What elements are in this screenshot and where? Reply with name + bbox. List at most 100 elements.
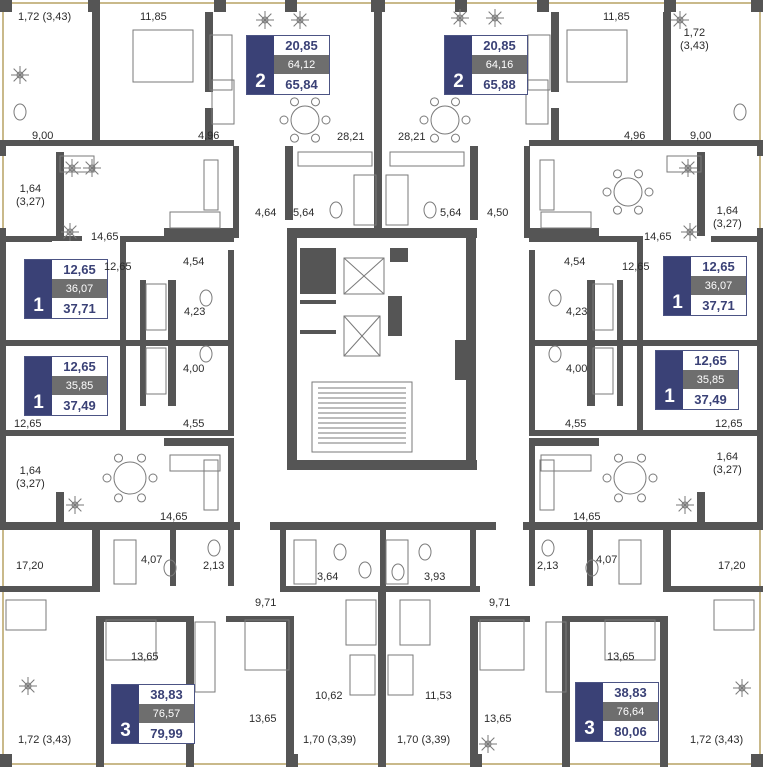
wall — [233, 146, 239, 238]
wall — [0, 340, 234, 346]
wall — [88, 0, 100, 12]
plant — [494, 17, 502, 25]
plant — [684, 504, 692, 512]
plant — [456, 14, 464, 22]
wall — [170, 530, 176, 586]
wall — [300, 330, 336, 334]
chair — [648, 473, 658, 483]
plant — [681, 161, 689, 169]
plant — [74, 498, 82, 506]
apartment-card-left-lower[interactable]: 1 12,65 35,85 37,49 — [24, 356, 108, 416]
wall — [0, 146, 6, 156]
apartment-card-bottom-right[interactable]: 3 38,83 76,64 80,06 — [575, 682, 659, 742]
wall — [529, 250, 535, 346]
toilet — [733, 103, 747, 121]
fixture — [385, 174, 409, 226]
wall — [92, 12, 100, 140]
elevator-cross — [343, 315, 381, 357]
area-label: 14,65 — [573, 511, 601, 523]
total-area: 35,85 — [52, 376, 107, 395]
toilet — [418, 543, 432, 561]
fixture — [539, 459, 555, 511]
wall — [0, 238, 6, 348]
fixture — [169, 454, 221, 472]
wall — [0, 754, 12, 767]
living-area: 12,65 — [63, 359, 96, 374]
plant — [741, 687, 749, 695]
toilet — [163, 559, 177, 577]
area-label: 4,07 — [141, 554, 163, 566]
plant — [488, 11, 496, 19]
wall — [697, 152, 705, 236]
chair — [102, 473, 112, 483]
apartment-card-bottom-left[interactable]: 3 38,83 76,57 79,99 — [111, 684, 195, 744]
wall — [562, 616, 668, 622]
plant — [481, 737, 489, 745]
apartment-card-top-left[interactable]: 2 20,85 64,12 65,84 — [246, 35, 330, 95]
wall — [0, 430, 126, 436]
wall — [228, 530, 234, 586]
chair — [602, 187, 612, 197]
total-area: 36,07 — [691, 276, 746, 295]
plant — [689, 225, 697, 233]
area-label: 1,70 (3,39) — [303, 734, 357, 746]
plant — [258, 19, 266, 27]
living-area: 38,83 — [150, 687, 183, 702]
area-label: 13,65 — [484, 713, 512, 725]
area-label: 2,13 — [203, 560, 225, 572]
plant — [487, 737, 495, 745]
living-area: 38,83 — [614, 685, 647, 700]
wall — [140, 280, 146, 340]
apartment-card-right-upper[interactable]: 1 12,65 36,07 37,71 — [663, 256, 747, 316]
wall — [711, 236, 763, 242]
plant — [678, 498, 686, 506]
toilet — [199, 345, 213, 363]
wall — [378, 592, 386, 767]
fixtures — [5, 29, 755, 696]
fixture — [194, 621, 216, 693]
living-area: 20,85 — [285, 38, 318, 53]
apartment-card-right-lower[interactable]: 1 12,65 35,85 37,49 — [655, 350, 739, 410]
plant — [459, 11, 467, 19]
wall — [270, 522, 496, 530]
wall — [0, 0, 12, 12]
wall — [286, 754, 298, 767]
apartment-card-top-right[interactable]: 2 20,85 64,16 65,88 — [444, 35, 528, 95]
plant — [686, 228, 694, 236]
wall — [140, 346, 146, 406]
plant — [88, 164, 96, 172]
area-label: 10,62 — [315, 690, 343, 702]
plant — [687, 161, 695, 169]
wall — [0, 436, 6, 526]
wall — [671, 522, 763, 530]
plant — [74, 504, 82, 512]
plant — [453, 17, 461, 25]
wall — [529, 140, 671, 146]
plant — [16, 71, 24, 79]
area-label: 5,64 — [293, 207, 315, 219]
wall — [0, 586, 100, 592]
area-label: 13,65 — [131, 651, 159, 663]
wall — [529, 530, 535, 586]
fixture — [203, 459, 219, 511]
plant — [684, 498, 692, 506]
plant — [679, 19, 687, 27]
wall — [617, 346, 623, 406]
plant — [71, 161, 79, 169]
plant — [683, 231, 691, 239]
plant — [13, 74, 21, 82]
wall — [523, 522, 671, 530]
wall — [470, 754, 482, 767]
apartment-card-left-upper[interactable]: 1 12,65 36,07 37,71 — [24, 259, 108, 319]
room-count: 3 — [576, 683, 603, 741]
area-label: 11,85 — [603, 11, 630, 23]
fixture — [353, 174, 377, 226]
toilet — [199, 289, 213, 307]
fixture — [209, 34, 233, 91]
chair — [430, 97, 439, 107]
full-area: 65,88 — [483, 76, 516, 92]
wall — [524, 146, 530, 238]
area-label: 12,65 — [622, 261, 650, 273]
fixture — [389, 151, 465, 167]
toilet — [548, 345, 562, 363]
